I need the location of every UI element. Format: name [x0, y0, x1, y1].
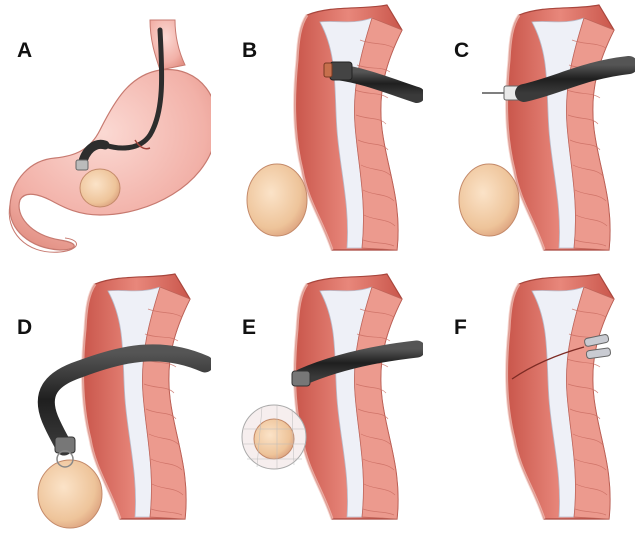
clip-icon [584, 334, 611, 359]
wall-cross-section-f [424, 269, 635, 537]
panel-b: B [212, 0, 423, 268]
wall-cross-section-d [0, 269, 211, 537]
wall-cross-section-e [212, 269, 423, 537]
wall-cross-section-b [212, 0, 423, 268]
panel-a: A [0, 0, 211, 268]
stomach-illustration [0, 0, 211, 268]
wall-cross-section-c [424, 0, 635, 268]
panel-c: C [424, 0, 635, 268]
panel-e: E [212, 269, 423, 537]
panel-f: F [424, 269, 635, 537]
panel-d: D [0, 269, 211, 537]
